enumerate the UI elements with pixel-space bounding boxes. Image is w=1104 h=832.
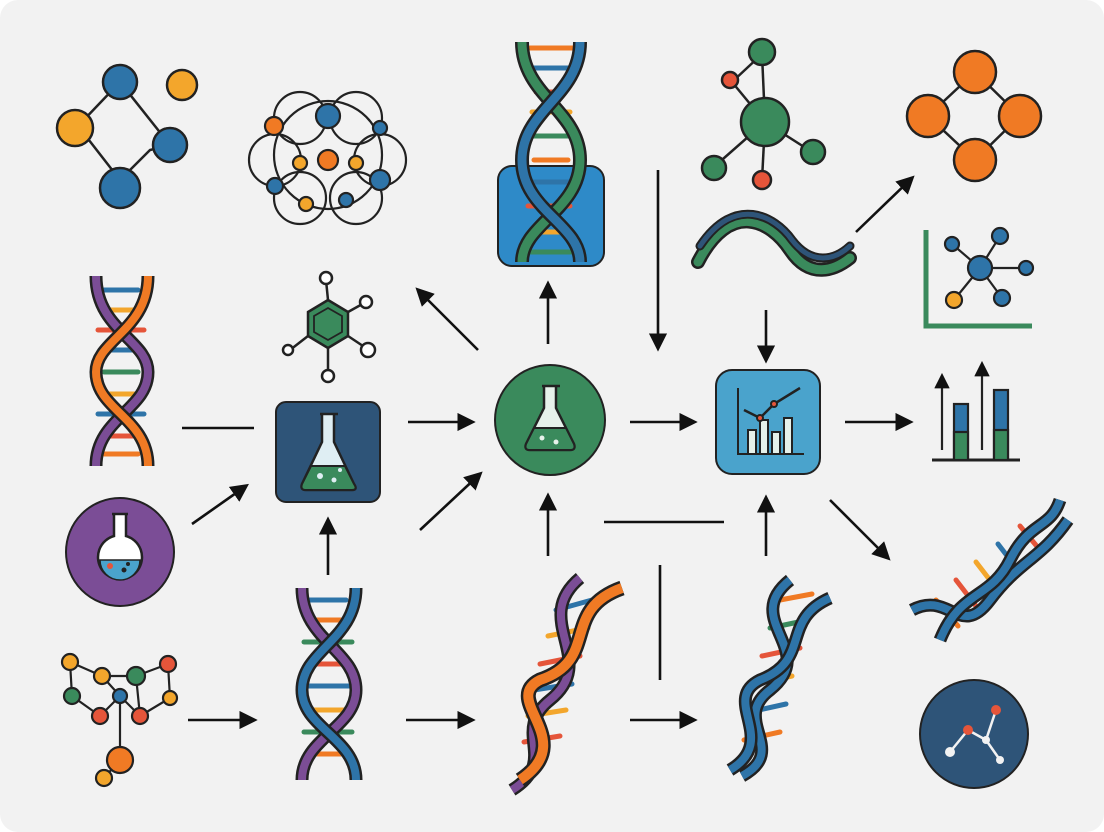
central-flask-icon [494,364,606,476]
molecular-network-icon [247,90,408,226]
hexagon-molecule-icon [281,270,377,384]
molecule-network-small-icon [60,652,179,788]
dna-helix-orange-icon [89,275,155,467]
dna-helix-blue-tall-icon [726,574,833,782]
molecule-cluster-icon [55,63,199,210]
arrow [415,287,479,351]
orange-ring-molecule-icon [905,49,1043,183]
bar-chart-icon [932,360,1020,462]
lab-flask-icon [275,401,381,503]
dna-helix-twisted-orange-icon [508,573,625,796]
dna-helix-blue-icon [497,41,605,267]
round-flask-icon [65,497,175,607]
dna-helix-purple-icon [295,587,363,781]
scatter-plot-icon [923,226,1035,329]
network-circle-icon [919,679,1029,789]
wave-ribbon-icon [691,209,857,277]
arrow [855,175,915,233]
dna-helix-diagonal-icon [908,497,1074,643]
arrow [419,471,483,531]
arrow [191,483,249,526]
analysis-chart-icon [715,369,821,475]
connectors [182,170,915,730]
arrow [829,499,891,561]
molecule-green-hub-icon [700,37,827,191]
